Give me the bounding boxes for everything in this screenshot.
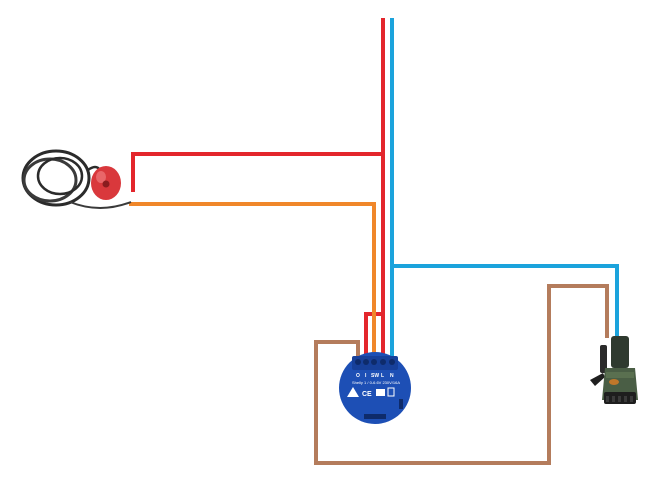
terminal-label-n: N — [390, 373, 394, 379]
terminal-label-l: L — [381, 373, 384, 379]
ce-mark: CE — [362, 391, 372, 398]
weee-bin-icon — [387, 387, 395, 397]
relay-terminals — [355, 359, 395, 365]
relay-spec-text: Shelly 1 / 0-6.6V 230V/16A — [352, 380, 400, 385]
pump-body — [611, 336, 629, 368]
live-wire-to-float-switch — [131, 152, 385, 192]
wires — [129, 18, 619, 465]
neutral-wire-to-pump — [390, 264, 619, 338]
relay-bottom-connector — [364, 414, 386, 419]
output-wire-to-pump — [314, 284, 609, 465]
terminal-label-i: I — [365, 373, 367, 379]
certification-mark-icon — [376, 389, 385, 396]
terminal-label-sw: SW — [371, 373, 379, 379]
relay-module-icon: O I SW L N Shelly 1 / 0-6.6V 230V/16A CE — [339, 352, 411, 424]
switch-wire — [129, 202, 376, 358]
submersible-pump-icon — [590, 336, 638, 404]
float-switch-icon — [21, 149, 132, 209]
terminal-label-o: O — [356, 373, 360, 379]
warning-icon — [347, 387, 359, 397]
live-wire-to-input-terminal — [364, 312, 385, 358]
relay-terminal-labels: O I SW L N — [356, 373, 394, 379]
